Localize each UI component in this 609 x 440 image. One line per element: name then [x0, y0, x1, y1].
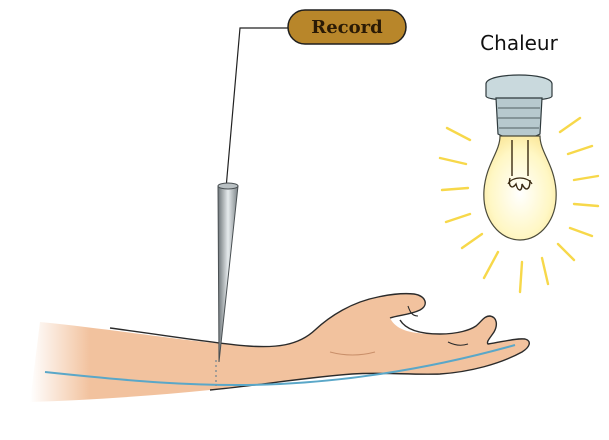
- electrode-icon: [216, 28, 288, 386]
- heat-label: Chaleur: [480, 31, 558, 55]
- arm-shape: [30, 294, 529, 402]
- bulb-socket-cap: [486, 75, 552, 101]
- record-badge: Record: [288, 10, 406, 44]
- bulb-glass: [484, 136, 556, 240]
- hand-arm-icon: [30, 294, 529, 402]
- record-label: Record: [311, 17, 383, 38]
- electrode-needle: [218, 186, 238, 362]
- electrode-wire: [225, 28, 288, 200]
- electrode-top: [218, 183, 238, 189]
- light-bulb-icon: [440, 75, 598, 292]
